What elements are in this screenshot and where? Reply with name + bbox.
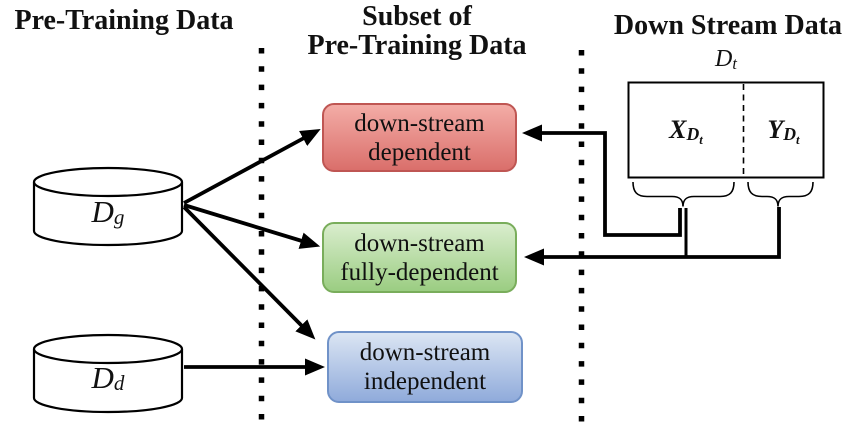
column-header-subset: Subset of Pre-Training Data [286, 2, 548, 60]
column-header-downstream: Down Stream Data [613, 10, 843, 41]
dependent-box: down-stream dependent [322, 103, 517, 172]
arrow-y-to-fully-dependent [524, 207, 781, 266]
x-underbrace [632, 181, 735, 207]
arrow-dg-to-independent [182, 205, 316, 340]
arrow-dg-to-fully-dependent [183, 203, 321, 249]
column-header-subset-line1: Subset of [362, 1, 472, 32]
independent-box: down-stream independent [327, 331, 523, 403]
column-header-pretraining: Pre-Training Data [14, 5, 234, 36]
fully-dependent-box: down-stream fully-dependent [322, 222, 517, 293]
dependent-box-line1: down-stream [354, 109, 485, 137]
fully-dependent-box-line1: down-stream [354, 229, 485, 257]
fully-dependent-box-line2: fully-dependent [340, 258, 499, 286]
arrow-dg-to-dependent [183, 128, 321, 205]
column-header-subset-line2: Pre-Training Data [307, 30, 527, 61]
y-underbrace [747, 181, 814, 207]
independent-box-line2: independent [363, 368, 487, 395]
independent-box-line1: down-stream [359, 339, 491, 366]
dependent-box-line2: dependent [368, 138, 471, 166]
